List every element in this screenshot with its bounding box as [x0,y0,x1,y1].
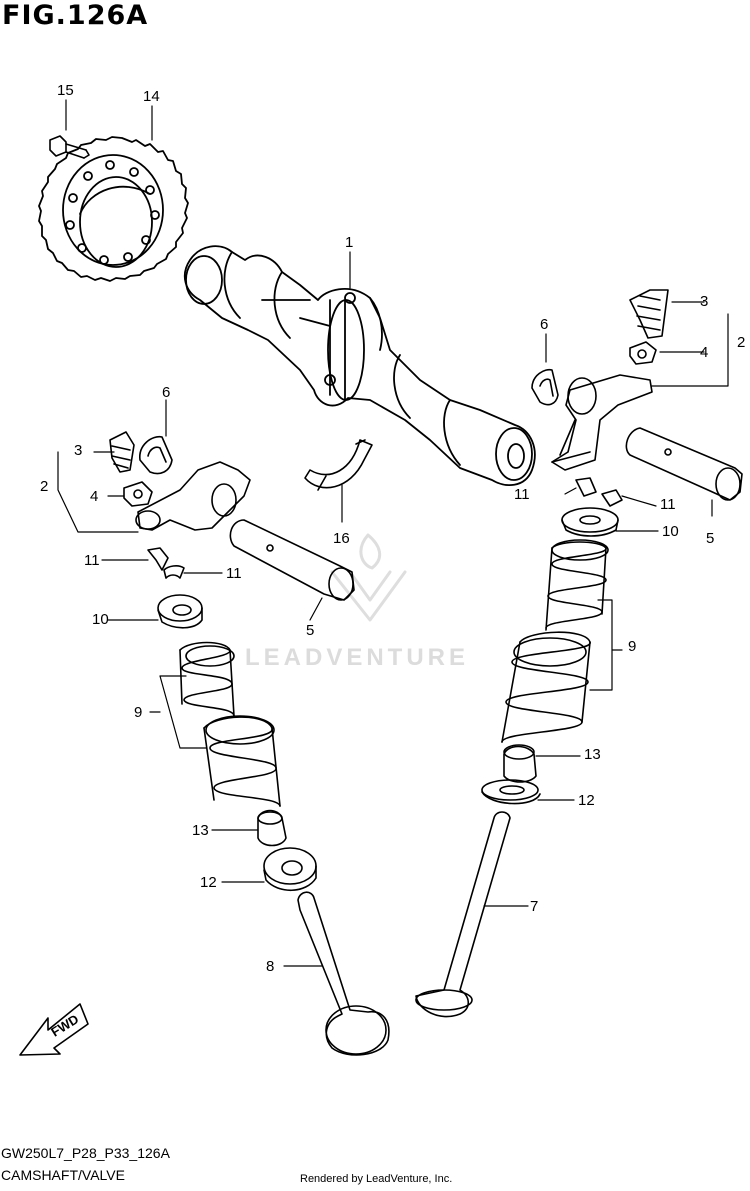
valve-springs-left [179,641,281,807]
callout-5-right: 5 [706,530,715,547]
valve-stem-seals [257,744,537,847]
callout-8: 8 [266,958,275,975]
rocker-arm-right [551,289,669,471]
callout-1: 1 [345,234,354,251]
sprocket-bolt [49,135,90,159]
callout-10-right: 10 [662,523,679,540]
callout-4-right: 4 [700,344,709,361]
rocker-shaft-seal-right [531,368,559,406]
forward-direction-arrow [19,1003,89,1056]
callout-4-left: 4 [90,488,99,505]
callout-6-left: 6 [162,384,171,401]
exhaust-valve [297,891,390,1056]
rocker-shaft-left [229,519,355,601]
valve-cotters [147,477,623,579]
camshaft-sprocket [38,136,189,282]
watermark: LEADVENTURE [245,644,470,671]
callout-3-left: 3 [74,442,83,459]
valve-spring-seats [263,779,541,891]
camshaft [183,245,536,486]
rocker-shaft-seal-left [139,435,173,475]
figure-name: CAMSHAFT/VALVE [1,1167,125,1183]
leader-lines [57,99,729,967]
callout-2-right: 2 [737,334,746,351]
callout-11-left-b: 11 [226,565,242,582]
callout-13-left: 13 [192,822,209,839]
watermark-logo [330,533,407,622]
callout-5-left: 5 [306,622,315,639]
callout-15: 15 [57,82,74,99]
callout-12-right: 12 [578,792,595,809]
rocker-arm-left [109,431,251,531]
callout-9-left: 9 [134,704,143,721]
rocker-shaft-right [625,427,743,501]
callout-6-right: 6 [540,316,549,333]
callout-9-right: 9 [628,638,637,655]
rendered-by-credit: Rendered by LeadVenture, Inc. [300,1173,453,1185]
callout-11-right-a: 11 [514,486,530,503]
callout-7: 7 [530,898,539,915]
callout-14: 14 [143,88,160,105]
callout-2-left: 2 [40,478,49,495]
callout-13-right: 13 [584,746,601,763]
valve-springs-right [501,539,609,743]
figure-title: FIG.126A [2,0,149,31]
callout-16: 16 [333,530,350,547]
valve-spring-retainers [157,507,619,629]
callout-11-right-b: 11 [660,496,676,513]
figure-code: GW250L7_P28_P33_126A [1,1145,170,1161]
callout-11-left-a: 11 [84,552,100,569]
callout-3-right: 3 [700,293,709,310]
cam-end-cap [304,439,373,491]
callout-10-left: 10 [92,611,109,628]
intake-valve [415,811,511,1018]
callout-12-left: 12 [200,874,217,891]
